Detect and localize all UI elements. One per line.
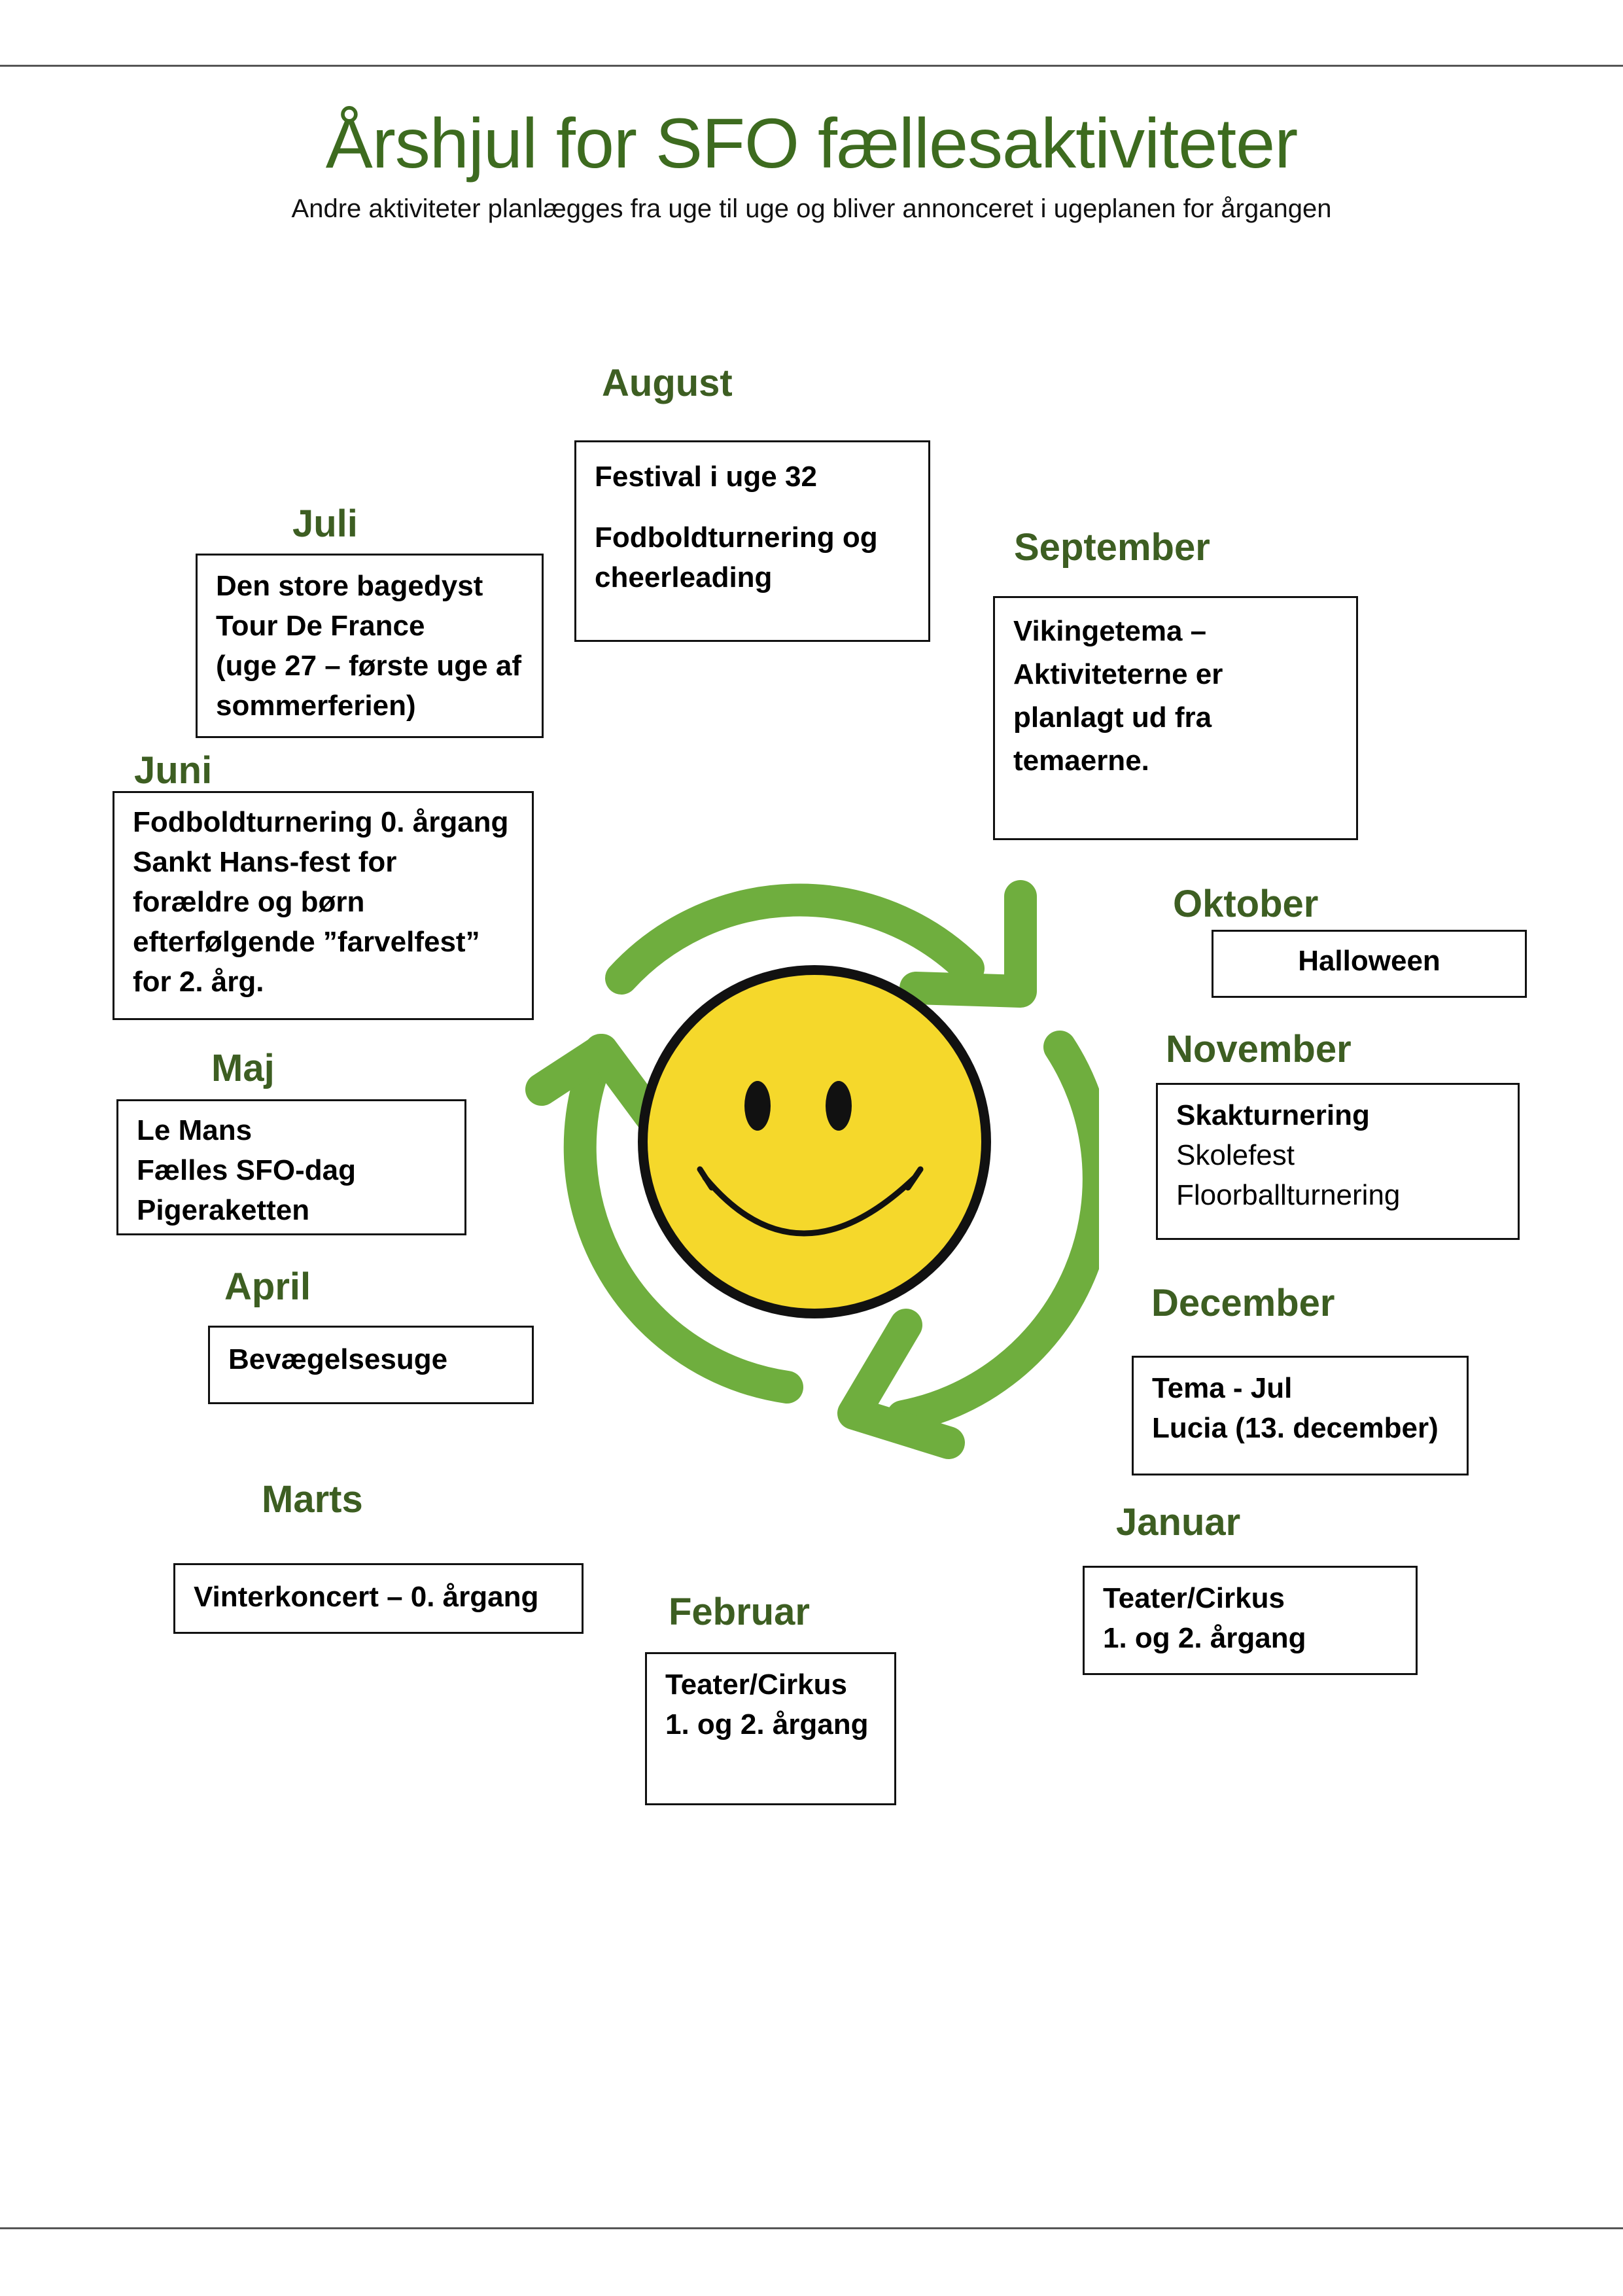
activity-line: Teater/Cirkus — [665, 1669, 847, 1701]
activity-line: 1. og 2. årgang — [1103, 1622, 1306, 1654]
smiley-face-icon — [638, 965, 991, 1318]
month-label-april: April — [224, 1265, 311, 1308]
activity-line: Skakturnering — [1176, 1099, 1370, 1131]
activity-line: efterfølgende ”farvelfest” — [133, 926, 480, 958]
month-label-august: August — [602, 362, 733, 404]
activity-box-maj: Le Mans Fælles SFO-dag Pigeraketten — [116, 1099, 466, 1235]
activity-line: Skolefest — [1176, 1139, 1295, 1171]
activity-line: Den store bagedyst — [216, 570, 483, 602]
activity-box-april: Bevægelsesuge — [208, 1326, 534, 1404]
month-label-oktober: Oktober — [1173, 883, 1319, 925]
activity-line: cheerleading — [595, 561, 773, 593]
activity-line: Lucia (13. december) — [1152, 1412, 1439, 1444]
activity-line: (uge 27 – første uge af — [216, 650, 522, 682]
year-wheel — [525, 880, 1099, 1459]
activity-line: forældre og børn — [133, 886, 365, 918]
activity-line: for 2. årg. — [133, 966, 264, 998]
month-label-maj: Maj — [211, 1047, 275, 1089]
activity-box-januar: Teater/Cirkus 1. og 2. årgang — [1083, 1566, 1418, 1675]
month-label-februar: Februar — [669, 1591, 810, 1633]
month-label-juni: Juni — [134, 749, 213, 792]
activity-box-juni: Fodboldturnering 0. årgang Sankt Hans-fe… — [113, 791, 534, 1020]
bottom-divider — [0, 2227, 1623, 2229]
top-divider — [0, 65, 1623, 67]
activity-line: sommerferien) — [216, 690, 416, 722]
activity-line: Halloween — [1298, 945, 1440, 977]
activity-box-august: Festival i uge 32 Fodboldturnering og ch… — [574, 440, 930, 642]
activity-line: planlagt ud fra — [1013, 701, 1212, 733]
activity-line: temaerne. — [1013, 745, 1149, 777]
activity-line: Sankt Hans-fest for — [133, 846, 397, 878]
activity-box-november: Skakturnering Skolefest Floorballturneri… — [1156, 1083, 1520, 1240]
activity-line: Vikingetema – — [1013, 615, 1207, 647]
activity-line: Teater/Cirkus — [1103, 1582, 1285, 1614]
activity-line: Floorballturnering — [1176, 1179, 1401, 1211]
activity-box-december: Tema - Jul Lucia (13. december) — [1132, 1356, 1469, 1475]
activity-line: Festival i uge 32 — [595, 461, 817, 493]
activity-box-marts: Vinterkoncert – 0. årgang — [173, 1563, 584, 1634]
activity-box-juli: Den store bagedyst Tour De France (uge 2… — [196, 554, 544, 738]
activity-line: Vinterkoncert – 0. årgang — [194, 1581, 539, 1613]
activity-line: Fodboldturnering 0. årgang — [133, 806, 509, 838]
month-label-november: November — [1166, 1028, 1352, 1070]
page-title: Årshjul for SFO fællesaktiviteter — [325, 103, 1298, 183]
activity-line: Le Mans — [137, 1114, 253, 1146]
activity-box-februar: Teater/Cirkus 1. og 2. årgang — [645, 1652, 896, 1805]
month-label-januar: Januar — [1116, 1501, 1241, 1544]
month-label-juli: Juli — [292, 503, 358, 545]
activity-line: Tour De France — [216, 610, 425, 642]
activity-line: Fælles SFO-dag — [137, 1154, 356, 1186]
activity-box-oktober: Halloween — [1212, 930, 1527, 998]
page-subtitle: Andre aktiviteter planlægges fra uge til… — [291, 194, 1332, 223]
cycle-arrows-icon — [525, 880, 1099, 1459]
activity-line: Fodboldturnering og — [595, 521, 878, 554]
activity-line: Aktiviteterne er — [1013, 658, 1223, 690]
activity-line: Tema - Jul — [1152, 1372, 1293, 1404]
activity-line: Bevægelsesuge — [228, 1343, 448, 1375]
activity-box-september: Vikingetema – Aktiviteterne er planlagt … — [993, 596, 1358, 840]
month-label-marts: Marts — [262, 1478, 363, 1521]
activity-line: Pigeraketten — [137, 1194, 310, 1226]
month-label-september: September — [1014, 526, 1210, 569]
month-label-december: December — [1151, 1282, 1335, 1324]
activity-line: 1. og 2. årgang — [665, 1708, 869, 1740]
